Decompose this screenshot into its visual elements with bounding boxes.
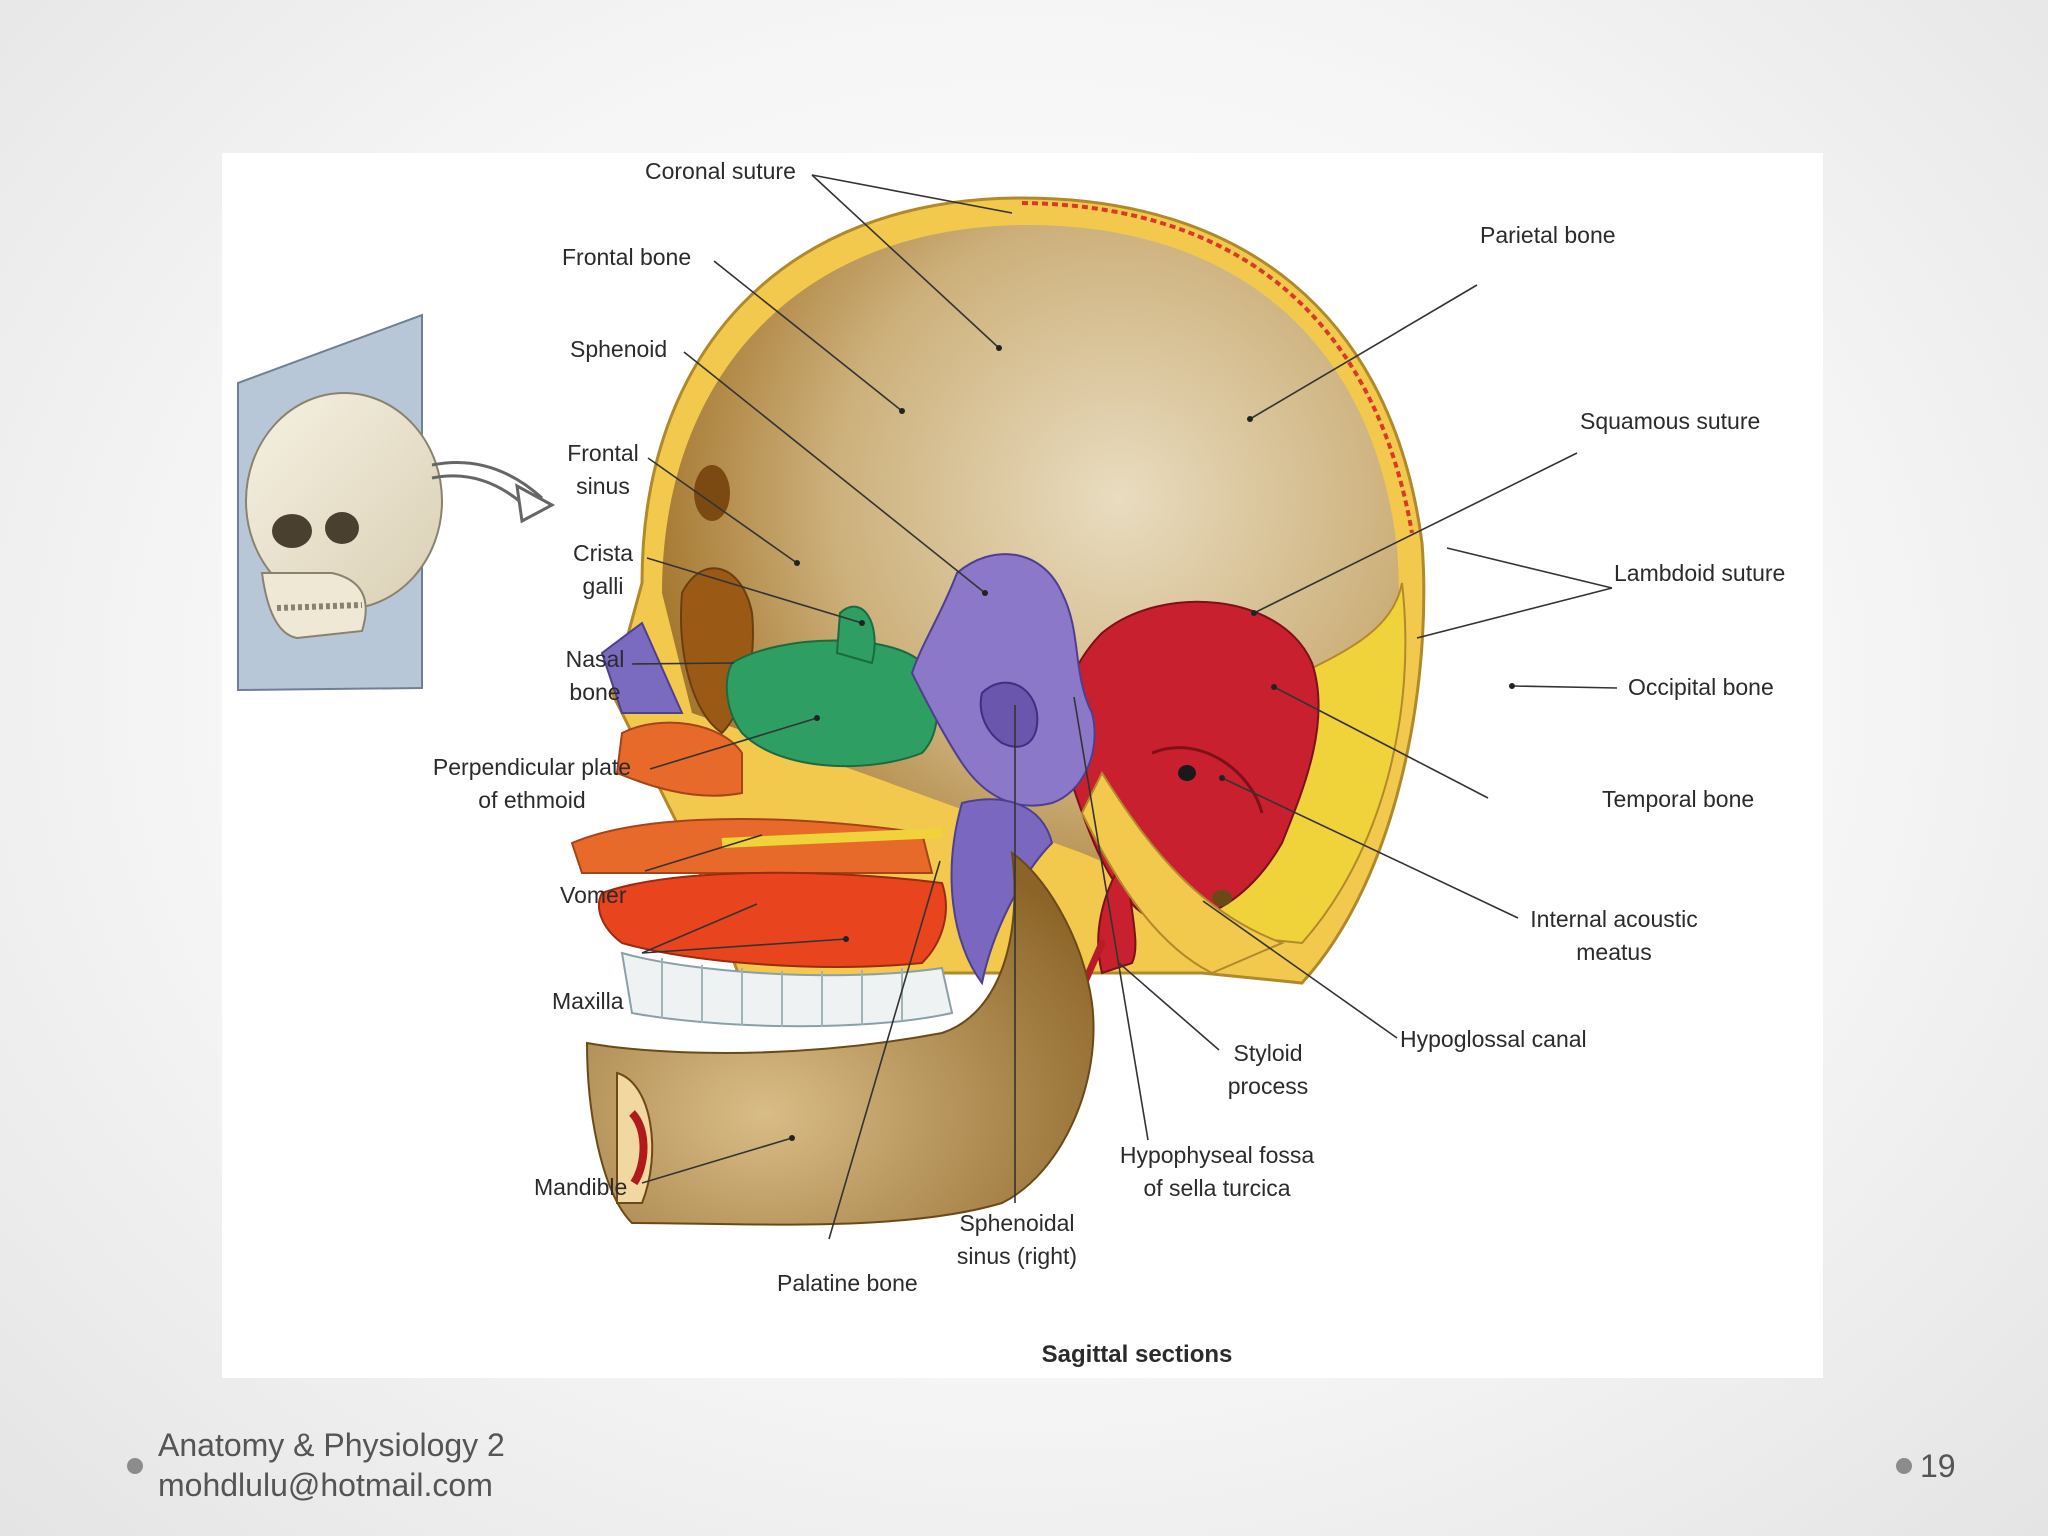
label-occipital-bone: Occipital bone	[1628, 674, 1774, 700]
leader-lines	[631, 174, 1618, 1240]
label-squamous-suture: Squamous suture	[1580, 408, 1761, 434]
label-temporal-bone: Temporal bone	[1602, 786, 1755, 812]
label-parietal-bone: Parietal bone	[1480, 222, 1616, 248]
label-frontal-bone: Frontal bone	[562, 244, 692, 270]
footer-info: Anatomy & Physiology 2 mohdlulu@hotmail.…	[158, 1425, 505, 1505]
skull-illustration	[237, 174, 1618, 1240]
footer-bullet-left	[127, 1458, 143, 1474]
page-number: 19	[1920, 1448, 1956, 1484]
footer-bullet-right	[1896, 1458, 1912, 1474]
footer-course: Anatomy & Physiology 2	[158, 1427, 505, 1463]
skull-section	[570, 196, 1426, 1226]
label-palatine-bone: Palatine bone	[777, 1270, 918, 1296]
label-maxilla: Maxilla	[552, 988, 624, 1014]
orientation-inset	[237, 313, 556, 692]
skull-sagittal-figure: Coronal suture Frontal bone Sphenoid Fro…	[222, 153, 1823, 1378]
footer-email: mohdlulu@hotmail.com	[158, 1467, 493, 1503]
label-vomer: Vomer	[560, 882, 627, 908]
label-lambdoid-suture: Lambdoid suture	[1614, 560, 1786, 586]
label-coronal-suture: Coronal suture	[645, 158, 796, 184]
figure-caption: Sagittal sections	[1041, 1341, 1233, 1368]
leader-dots	[789, 345, 1515, 1141]
label-sphenoid: Sphenoid	[570, 336, 668, 362]
label-mandible: Mandible	[534, 1174, 628, 1200]
label-hypoglossal-canal: Hypoglossal canal	[1400, 1026, 1587, 1052]
